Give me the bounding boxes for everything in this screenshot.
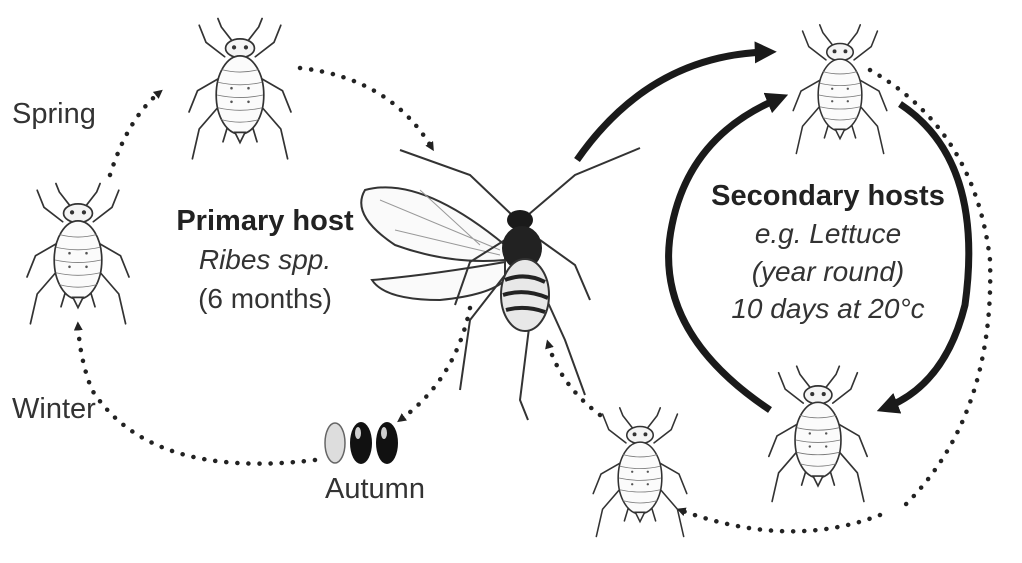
autumn-label: Autumn [325, 473, 425, 506]
cycle-arrow-lower-aphid-to-winged [548, 343, 600, 415]
primary-host-title: Primary host [160, 205, 370, 238]
solid-arrow-winged-to-secondary [577, 52, 768, 160]
secondary-hosts-example: e.g. Lettuce [682, 218, 974, 250]
cycle-arrow-winged-to-eggs [400, 308, 470, 420]
cycle-arrow-eggs-to-left [78, 325, 315, 464]
secondary-hosts-title: Secondary hosts [682, 180, 974, 213]
primary-host-block: Primary host Ribes spp. (6 months) [160, 205, 370, 315]
primary-host-duration: (6 months) [160, 283, 370, 315]
winged-aphid-icon [361, 148, 640, 420]
winter-label: Winter [12, 393, 96, 426]
spring-label: Spring [12, 98, 96, 131]
primary-host-species: Ribes spp. [160, 244, 370, 276]
secondary-hosts-block: Secondary hosts e.g. Lettuce (year round… [682, 180, 974, 325]
wingless-aphid-icon [27, 184, 129, 324]
wingless-aphid-icon [769, 366, 867, 501]
wingless-aphid-icon [189, 18, 291, 158]
aphid-egg-icon [325, 422, 398, 464]
wingless-aphid-icon [793, 25, 887, 154]
cycle-arrow-spring-to-top [110, 92, 160, 175]
secondary-hosts-generation-time: 10 days at 20°c [682, 293, 974, 325]
cycle-arrow-top-to-winged [300, 68, 432, 148]
wingless-aphid-icon [593, 408, 687, 537]
secondary-hosts-period: (year round) [682, 256, 974, 288]
cycle-arrow-bottom-to-lower-aphid [680, 510, 880, 531]
